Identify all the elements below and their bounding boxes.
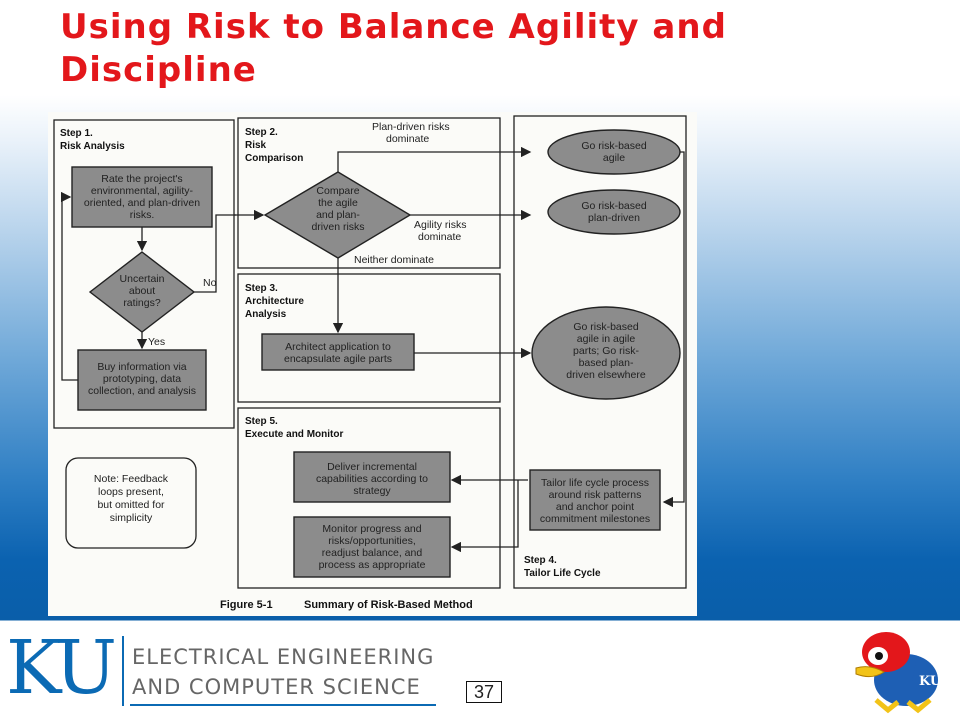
department-line1: ELECTRICAL ENGINEERING [132,645,435,669]
go-plan-driven-ellipse [547,189,681,235]
go-mixed-line1: Go risk-based [573,321,639,333]
step4-frame [513,115,687,589]
department-line2: AND COMPUTER SCIENCE [132,675,421,699]
logo-divider [122,636,124,706]
uncertain-line3: ratings? [123,297,161,309]
compare-line2: the agile [318,197,358,209]
department-name: ELECTRICAL ENGINEERING AND COMPUTER SCIE… [132,642,434,702]
step5-frame [237,407,501,589]
deliver-box [293,451,451,503]
architect-line1: Architect application to [285,341,391,353]
tailor-line4: commitment milestones [540,513,650,525]
buy-info-line1: Buy information via [97,361,186,373]
arrow-no-path [194,214,236,293]
go-agile-line2: agile [603,152,625,164]
rate-risks-line1: Rate the project's [101,173,182,185]
buy-information-box [77,349,207,411]
slide-title: Using Risk to Balance Agility and Discip… [60,7,727,90]
monitor-line1: Monitor progress and [322,523,421,535]
step2-subheading-2: Comparison [245,153,303,164]
uncertain-line2: about [129,285,155,297]
note-line4: simplicity [110,512,153,524]
step1-subheading: Risk Analysis [60,141,125,152]
go-plan-line2: plan-driven [588,212,640,224]
go-mixed-line2: agile in agile [577,333,636,345]
footer-bar [0,621,960,720]
architect-box [261,333,415,371]
step3-subheading: Architecture [245,296,304,307]
flowchart-diagram: Step 1. Risk Analysis Rate the project's… [53,115,687,611]
buy-info-line3: collection, and analysis [88,385,196,397]
note-line2: loops present, [98,486,164,498]
tailor-box [529,469,661,531]
step3-subheading-2: Analysis [245,309,287,320]
tailor-line1: Tailor life cycle process [541,477,649,489]
step3-heading: Step 3. [245,283,278,294]
tailor-line2: around risk patterns [549,489,642,501]
rate-risks-line2: environmental, agility- [91,185,194,197]
yes-label: Yes [148,336,165,348]
monitor-line2: risks/opportunities, [328,535,416,547]
compare-line4: driven risks [311,221,364,233]
rate-risks-line3: oriented, and plan-driven [84,197,200,209]
figure-caption-text: Summary of Risk-Based Method [304,599,473,611]
feedback-note-box [65,457,197,549]
note-line1: Note: Feedback [94,473,169,485]
arrow-plan-dominate [337,146,532,172]
compare-line3: and plan- [316,209,360,221]
buy-info-line2: prototyping, data [103,373,181,385]
monitor-line4: process as appropriate [319,559,426,571]
compare-line1: Compare [316,185,359,197]
neither-dominate-label: Neither dominate [354,254,434,266]
step5-heading: Step 5. [245,416,278,427]
step4-heading: Step 4. [524,555,557,566]
agility-risks-line2: dominate [418,231,461,243]
figure-caption-number: Figure 5-1 [220,599,273,611]
go-agile-line1: Go risk-based [581,140,647,152]
department-underline [130,704,436,706]
tailor-line3: and anchor point [556,501,634,513]
go-mixed-line3: parts; Go risk- [573,345,639,357]
step4-subheading: Tailor Life Cycle [524,568,601,579]
plan-risks-line1: Plan-driven risks [372,121,450,133]
go-mixed-line5: driven elsewhere [566,369,646,381]
monitor-line3: readjust balance, and [322,547,423,559]
monitor-box [293,516,451,578]
step2-frame [237,117,501,269]
ku-logo-letters: KU [6,625,117,711]
rate-risks-line4: risks. [130,209,155,221]
go-mixed-line4: based plan- [579,357,634,369]
step2-heading: Step 2. [245,127,278,138]
step2-subheading: Risk [245,140,267,151]
step3-frame [237,273,501,403]
deliver-line3: strategy [353,485,391,497]
mascot-ku-mark: KU [919,674,942,689]
arrow-right-rail [662,151,685,508]
page-number: 37 [466,681,502,703]
uncertain-line1: Uncertain [120,273,165,285]
step1-heading: Step 1. [60,128,93,139]
note-line3: but omitted for [97,499,165,511]
risk-based-method-figure: Step 1. Risk Analysis Rate the project's… [48,112,697,616]
arrow-tailor-to-monitor [450,480,519,553]
arrow-feedback-loop [60,191,78,381]
go-mixed-ellipse [531,306,681,400]
jayhawk-mascot-icon: KU [855,632,942,714]
architect-line2: encapsulate agile parts [284,353,392,365]
no-label: No [203,277,217,289]
deliver-line1: Deliver incremental [327,461,417,473]
step5-subheading: Execute and Monitor [245,429,343,440]
go-plan-line1: Go risk-based [581,200,647,212]
plan-risks-line2: dominate [386,133,429,145]
deliver-line2: capabilities according to [316,473,428,485]
agility-risks-line1: Agility risks [414,219,467,231]
step1-frame [53,119,235,429]
